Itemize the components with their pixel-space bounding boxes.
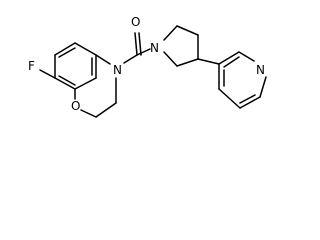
pyrrolidine-ring: [163, 25, 199, 67]
molecule-structure-diagram: F O N O N N: [28, 15, 267, 118]
c-f-bond: [39, 69, 56, 79]
ring-link-bond: [197, 58, 220, 65]
nitrogen-pyrrolidine-atom-label: N: [150, 41, 159, 55]
nitrogen-ring-atom-label: N: [113, 63, 122, 77]
oxazine-ring: [74, 54, 117, 118]
pyridine-ring: [218, 51, 267, 109]
carbonyl-group: [123, 32, 151, 64]
fluorine-atom-label: F: [28, 59, 35, 73]
benzene-ring: [54, 42, 97, 90]
oxygen-carbonyl-atom-label: O: [131, 15, 140, 29]
oxygen-ring-atom-label: O: [71, 99, 80, 113]
nitrogen-pyridine-atom-label: N: [256, 63, 265, 77]
